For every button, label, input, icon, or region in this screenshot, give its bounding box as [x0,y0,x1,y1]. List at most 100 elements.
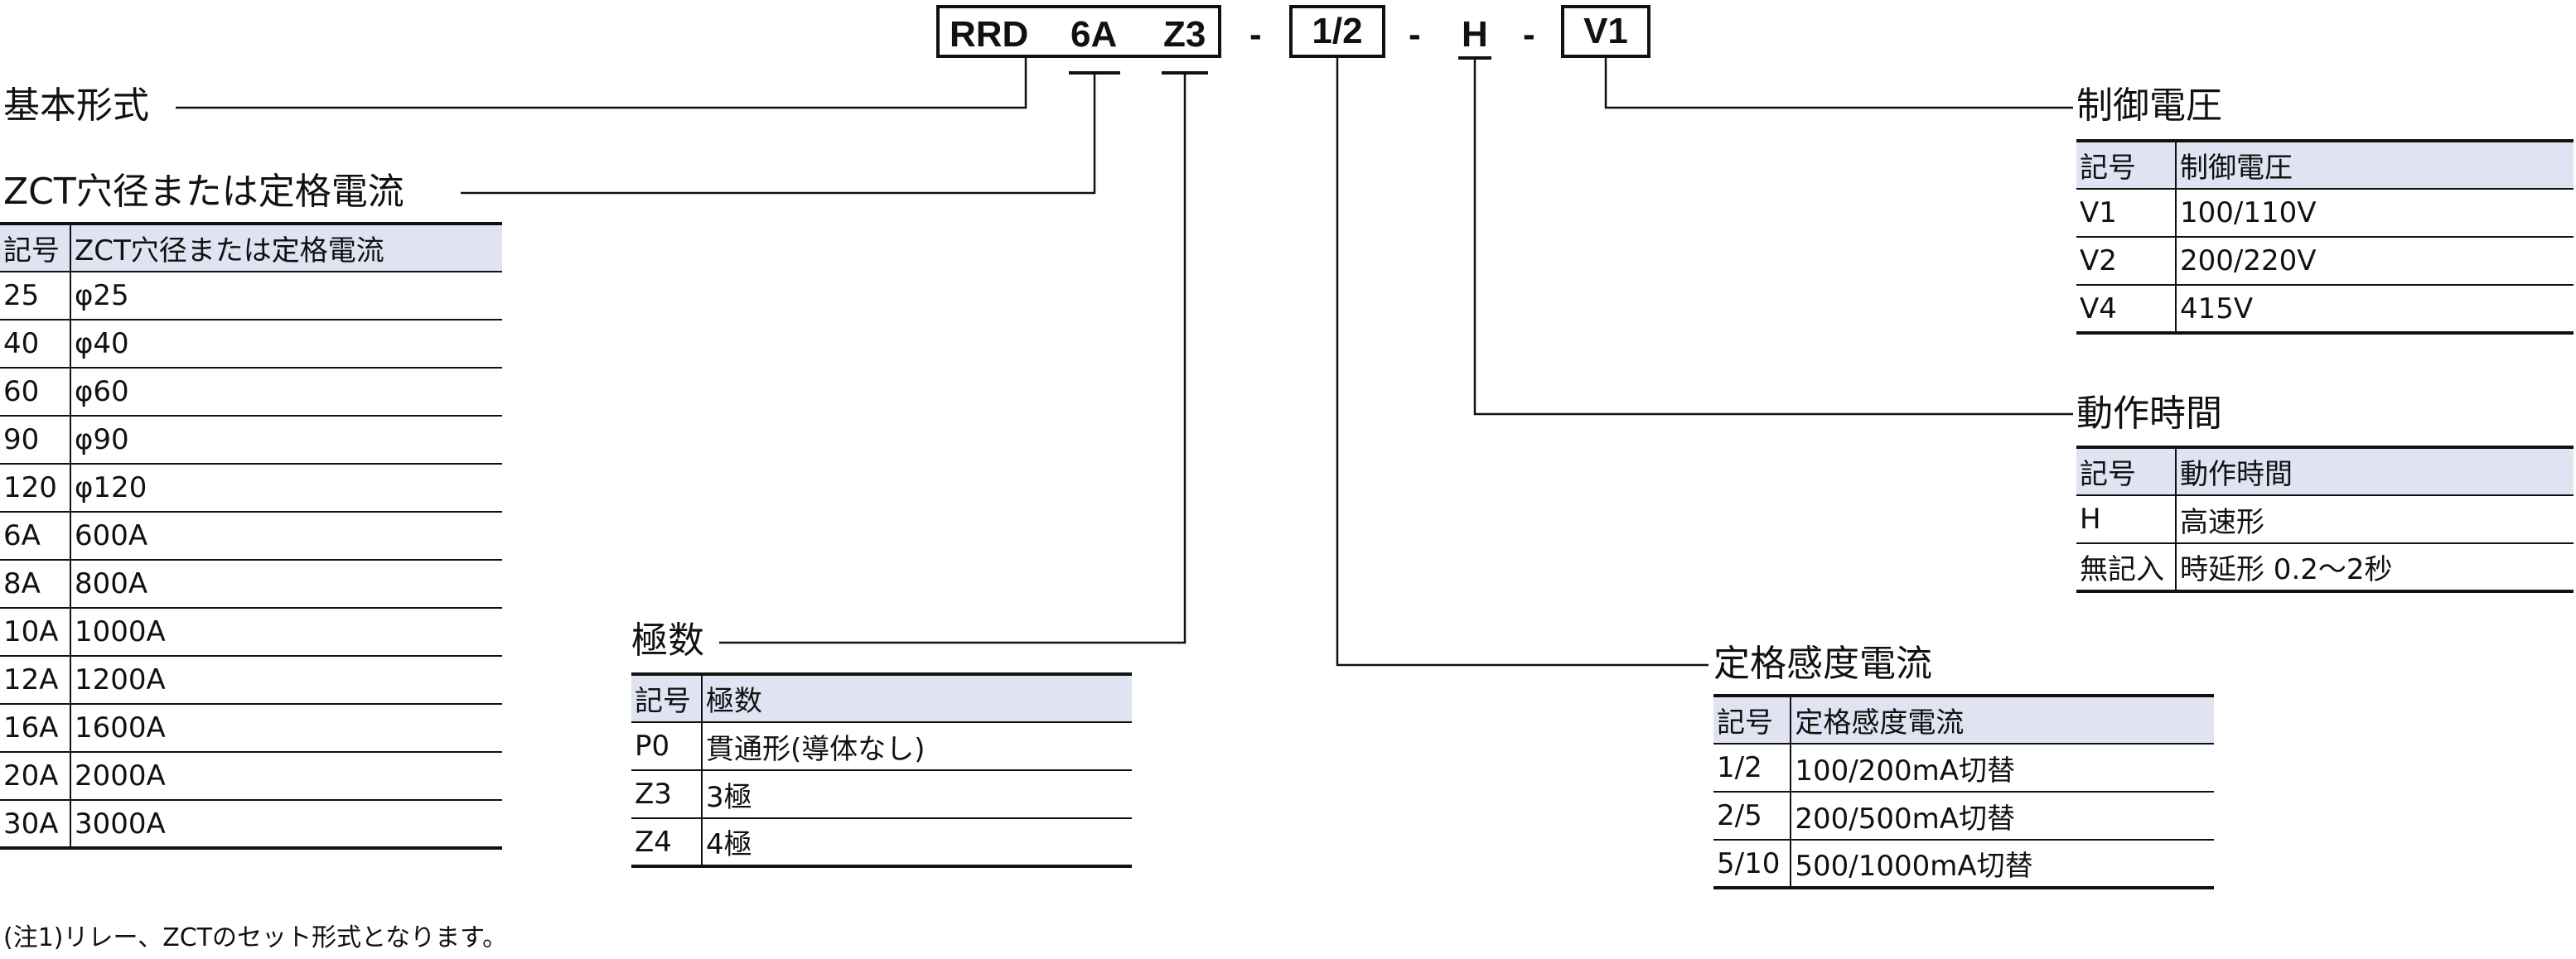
footnote: (注1)リレー、ZCTのセット形式となります。 [3,923,508,952]
table-cell-code: 1/2 [1713,744,1792,793]
table-cell-code: 6A [0,512,71,561]
model-time: H [1462,14,1488,55]
table-cell-value: 600A [70,512,502,561]
table-row: 無記入時延形 0.2～2秒 [2076,543,2574,593]
table-cell-value: 800A [70,560,502,609]
table-cell-value: φ90 [70,416,502,465]
table-header-code: 記号 [2076,446,2177,496]
table-cell-value: 1600A [70,704,502,753]
table-header-value: 動作時間 [2176,446,2574,496]
table-cell-code: V2 [2076,237,2177,286]
table-cell-code: V1 [2076,189,2177,238]
table-header-code: 記号 [631,672,703,723]
table-cell-value: 500/1000mA切替 [1791,840,2214,889]
model-voltage-box: V1 [1561,5,1650,58]
table-header-row: 記号 定格感度電流 [1713,694,2214,745]
table-cell-code: 120 [0,464,71,513]
table-cell-code: H [2076,495,2177,544]
zct-label: ZCT穴径または定格電流 [3,171,404,213]
table-header-code: 記号 [1713,694,1792,745]
table-cell-code: 90 [0,416,71,465]
table-cell-value: 貫通形(導体なし) [702,722,1132,771]
model-separator: - [1523,14,1535,55]
table-header-row: 記号 ZCT穴径または定格電流 [0,222,502,272]
table-cell-code: 30A [0,800,71,850]
table-header-code: 記号 [0,222,71,272]
table-cell-value: 200/220V [2176,237,2574,286]
table-cell-value: 3000A [70,800,502,850]
table-cell-value: φ40 [70,320,502,369]
table-cell-code: 20A [0,752,71,801]
table-header-value: 定格感度電流 [1791,694,2214,745]
table-cell-code: V4 [2076,285,2177,335]
table-cell-value: 100/200mA切替 [1791,744,2214,793]
model-sensitivity-box: 1/2 [1289,5,1385,58]
table-cell-value: φ60 [70,368,502,417]
table-cell-code: 10A [0,608,71,657]
table-cell-code: Z3 [631,770,703,819]
model-part-zct: 6A [1071,14,1118,55]
poles-label: 極数 [631,619,704,662]
model-part-series: RRD [950,14,1029,55]
table-cell-value: 1000A [70,608,502,657]
table-cell-value: 3極 [702,770,1132,819]
table-cell-code: 25 [0,272,71,320]
table-cell-code: P0 [631,722,703,771]
table-header-value: 制御電圧 [2176,139,2574,190]
table-cell-code: 5/10 [1713,840,1792,889]
table-cell-code: 2/5 [1713,792,1792,841]
table-header-row: 記号 極数 [631,672,1132,723]
table-cell-value: 時延形 0.2～2秒 [2176,543,2574,593]
table-cell-value: 1200A [70,656,502,705]
table-cell-code: 40 [0,320,71,369]
table-header-row: 記号 制御電圧 [2076,139,2574,190]
table-cell-value: φ25 [70,272,502,320]
table-cell-value: 200/500mA切替 [1791,792,2214,841]
table-cell-value: 100/110V [2176,189,2574,238]
table-cell-code: 無記入 [2076,543,2177,593]
table-header-row: 記号 動作時間 [2076,446,2574,496]
table-cell-code: 16A [0,704,71,753]
table-cell-value: φ120 [70,464,502,513]
table-cell-value: 4極 [702,818,1132,868]
table-header-code: 記号 [2076,139,2177,190]
table-cell-code: 60 [0,368,71,417]
basic-form-label: 基本形式 [3,84,149,127]
operating-time-label: 動作時間 [2076,393,2222,435]
table-cell-value: 2000A [70,752,502,801]
model-separator: - [1409,14,1421,55]
table-cell-code: 12A [0,656,71,705]
table-cell-value: 高速形 [2176,495,2574,544]
table-cell-value: 415V [2176,285,2574,335]
model-code-box [936,5,1221,58]
model-part-poles: Z3 [1163,14,1206,55]
model-separator: - [1249,14,1262,55]
